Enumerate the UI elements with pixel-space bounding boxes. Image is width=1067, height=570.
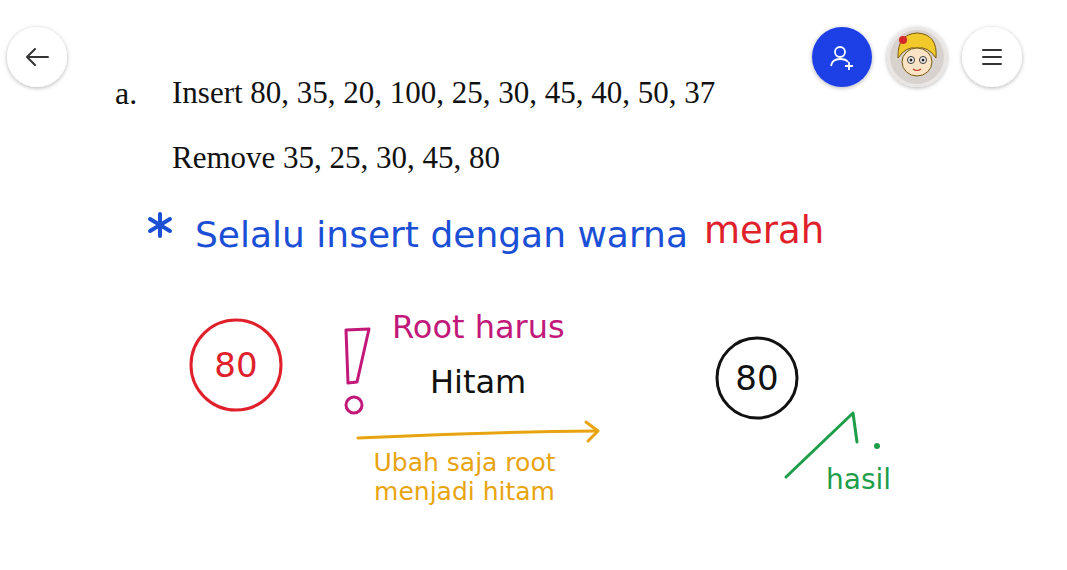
item-letter: a. (115, 75, 137, 112)
back-button (7, 27, 67, 87)
remove-sequence: Remove 35, 25, 30, 45, 80 (172, 140, 500, 176)
root-color: Hitam (430, 364, 526, 401)
asterisk-mark (150, 214, 170, 236)
black-tree-node: 80 (715, 336, 799, 420)
color-word: merah (704, 210, 824, 253)
node-circle (717, 338, 797, 418)
avatar (887, 27, 947, 87)
transform-arrow (358, 422, 598, 441)
root-note: Root harus (392, 309, 565, 346)
step-note: Ubah saja root menjadi hitam (352, 449, 577, 507)
result-label: hasil (826, 464, 891, 496)
node-value: 80 (735, 361, 778, 395)
red-tree-node: 80 (189, 318, 283, 412)
node-circle (191, 320, 281, 410)
rule-note: Selalu insert dengan warna (195, 214, 688, 255)
insert-sequence: Insert 80, 35, 20, 100, 25, 30, 45, 40, … (172, 75, 715, 111)
add-person-button (812, 27, 872, 87)
menu-button (962, 27, 1022, 87)
node-value: 80 (214, 348, 257, 382)
exclamation-mark (346, 329, 369, 413)
